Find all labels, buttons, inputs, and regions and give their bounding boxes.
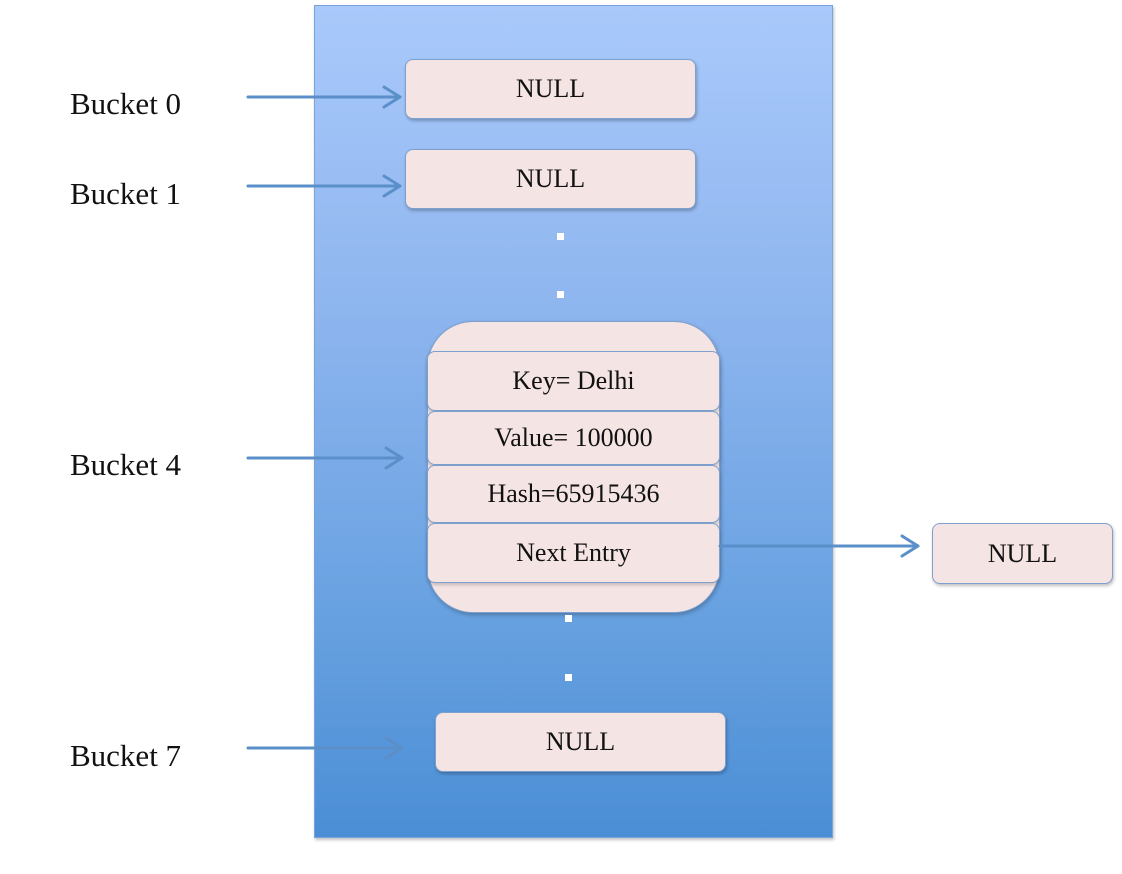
entry-next-field: Next Entry — [427, 523, 720, 583]
next-entry-null-box: NULL — [932, 523, 1113, 584]
entry-hash-field: Hash=65915436 — [427, 465, 720, 523]
entry-value-field: Value= 100000 — [427, 411, 720, 465]
bucket-1-null-box: NULL — [405, 149, 696, 209]
ellipsis-dot — [557, 233, 564, 240]
bucket-0-null-box: NULL — [405, 59, 696, 119]
entry-key-field: Key= Delhi — [427, 351, 720, 411]
ellipsis-dot — [557, 291, 564, 298]
bucket-0-label: Bucket 0 — [70, 86, 182, 121]
bucket-4-label: Bucket 4 — [70, 447, 182, 482]
ellipsis-dot — [565, 615, 572, 622]
bucket-7-null-box: NULL — [435, 712, 726, 772]
bucket-1-label: Bucket 1 — [70, 176, 182, 211]
ellipsis-dot — [565, 674, 572, 681]
bucket-7-label: Bucket 7 — [70, 738, 182, 773]
